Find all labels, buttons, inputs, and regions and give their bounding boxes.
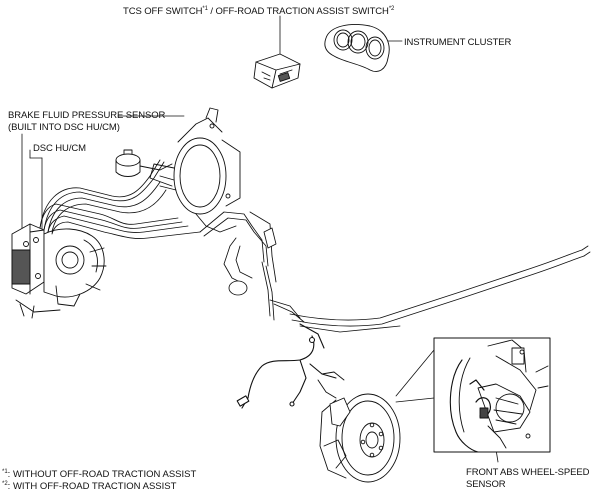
dsc-hu-cm-unit <box>11 223 107 319</box>
brake-reservoir <box>115 149 173 177</box>
footnote-2-mark: *2 <box>2 481 8 487</box>
pressure-sensor-label-line1: BRAKE FLUID PRESSURE SENSOR <box>8 110 166 121</box>
footnote-2: *2: WITH OFF-ROAD TRACTION ASSIST <box>2 479 176 492</box>
abs-sensor-harness <box>236 323 337 409</box>
switch-label: TCS OFF SWITCH*1 / OFF-ROAD TRACTION ASS… <box>123 4 394 17</box>
dsc-label: DSC HU/CM <box>33 143 86 154</box>
brake-pipes-middle <box>199 211 305 323</box>
switch-label-sup2: *2 <box>388 6 395 12</box>
tcs-off-switch <box>253 53 301 89</box>
pressure-sensor-label-line2: (BUILT INTO DSC HU/CM) <box>8 122 120 133</box>
footnote-1: *1: WITHOUT OFF-ROAD TRACTION ASSIST <box>2 467 196 480</box>
brake-pipes-upper <box>39 159 201 239</box>
switch-label-main: TCS OFF SWITCH <box>123 6 203 17</box>
front-wheel-assembly <box>317 371 401 483</box>
footnote-2-text: : WITH OFF-ROAD TRACTION ASSIST <box>7 481 177 492</box>
switch-label-sep: / OFF-ROAD TRACTION ASSIST SWITCH <box>207 6 389 17</box>
rear-brake-line <box>289 245 591 333</box>
switch-label-sup1: *1 <box>202 6 208 12</box>
footnote-1-mark: *1 <box>2 469 8 475</box>
wheel-speed-label-line1: FRONT ABS WHEEL-SPEED <box>466 467 590 478</box>
wheel-speed-label-line2: SENSOR <box>466 479 506 490</box>
instrument-cluster <box>324 24 390 72</box>
brake-booster <box>149 107 241 233</box>
instrument-cluster-label: INSTRUMENT CLUSTER <box>404 37 512 48</box>
wheel-sensor-inset <box>433 337 551 453</box>
footnote-1-text: : WITHOUT OFF-ROAD TRACTION ASSIST <box>7 469 197 480</box>
